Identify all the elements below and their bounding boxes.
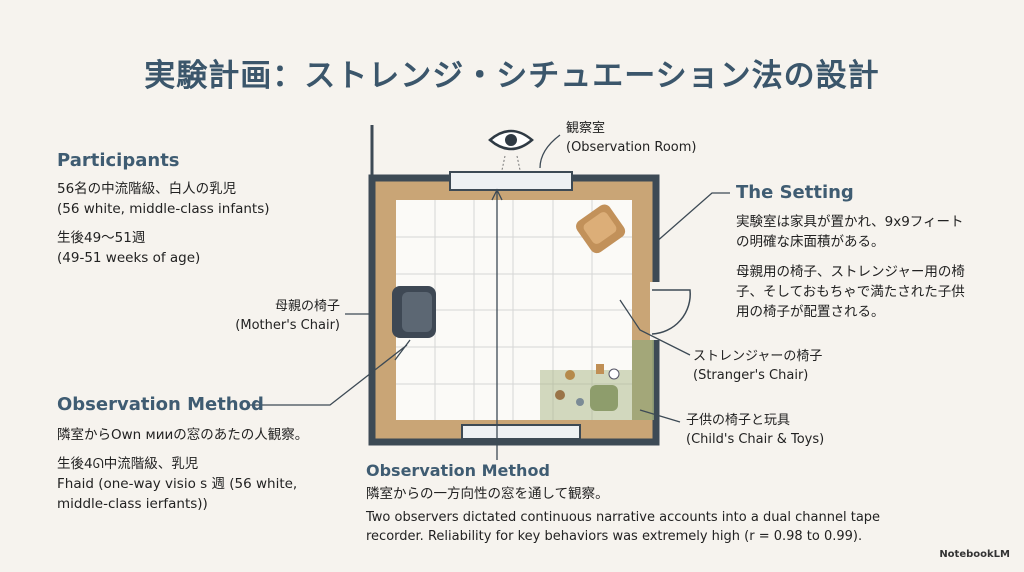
door-swing: [651, 289, 691, 335]
observation-room-ja: 観察室: [566, 121, 606, 136]
participants-heading: Participants: [57, 150, 180, 171]
setting-heading: The Setting: [736, 182, 854, 203]
observation-left-line4: middle-class ierfants)): [57, 496, 208, 512]
observation-room-en: (Observation Room): [566, 140, 697, 155]
child-chair-ja: 子供の椅子と玩具: [686, 413, 791, 428]
mother-chair-label: 母親の椅子 (Mother's Chair): [232, 297, 340, 335]
page-title: 実験計画：ストレンジ・シチュエーション法の設計: [144, 58, 880, 94]
participants-section: Participants 56名の中流階級、白人の乳児 (56 white, m…: [57, 150, 270, 268]
eye-icon: [488, 129, 534, 171]
observation-bottom-ja: 隣室からの一方向性の窓を通して観察。: [366, 486, 609, 502]
participants-count-en: (56 white, middle-class infants): [57, 201, 270, 217]
observation-left-heading: Observation Method: [57, 394, 264, 415]
observation-left-line1: 隣室からOwn ᴍᴎᴎの窓のあたの人観察。: [57, 427, 309, 443]
mother-chair-icon: [392, 286, 436, 338]
stranger-chair-ja: ストレンジャーの椅子: [693, 349, 823, 364]
one-way-window: [449, 171, 573, 191]
stranger-chair-en: (Stranger's Chair): [693, 368, 809, 383]
observation-room-label: 観察室 (Observation Room): [566, 119, 696, 157]
callout-lines: [250, 134, 730, 460]
floor-grid: [396, 200, 632, 420]
observation-left-line3: Fhaid (one-way visio ꜱ 週 (56 white,: [57, 476, 298, 492]
door-opening: [650, 282, 662, 340]
setting-section: The Setting 実験室は家具が置かれ、9x9フィートの明確な床面積がある…: [736, 182, 976, 322]
observation-bottom-heading: Observation Method: [366, 461, 550, 480]
observation-bottom-section: Observation Method 隣室からの一方向性の窓を通して観察。 Tw…: [366, 461, 906, 546]
child-chair-en: (Child's Chair & Toys): [686, 432, 825, 447]
mother-chair-en: (Mother's Chair): [235, 318, 340, 333]
participants-count-ja: 56名の中流階級、白人の乳児: [57, 181, 237, 197]
child-chair-icon: [555, 364, 620, 411]
mother-chair-ja: 母親の椅子: [274, 299, 340, 314]
stranger-chair-icon: [576, 204, 626, 254]
setting-p2: 母親用の椅子、ストレンジャー用の椅子、そしておもちゃで満たされた子供用の椅子が配…: [736, 264, 965, 320]
observation-left-line2: 生後4ᘏ中流階級、乳児: [57, 456, 199, 472]
bottom-window: [461, 424, 581, 440]
brand-logo: NotebookLM: [939, 549, 1010, 560]
observation-bottom-en: Two observers dictated continuous narrat…: [366, 510, 881, 544]
child-chair-label: 子供の椅子と玩具 (Child's Chair & Toys): [686, 411, 824, 449]
stranger-chair-label: ストレンジャーの椅子 (Stranger's Chair): [693, 347, 822, 385]
participants-age-en: (49-51 weeks of age): [57, 250, 201, 266]
setting-p1: 実験室は家具が置かれ、9x9フィートの明確な床面積がある。: [736, 214, 964, 250]
observation-left-section: Observation Method 隣室からOwn ᴍᴎᴎの窓のあたの人観察。…: [57, 394, 357, 514]
participants-age-ja: 生後49〜51週: [57, 230, 146, 246]
